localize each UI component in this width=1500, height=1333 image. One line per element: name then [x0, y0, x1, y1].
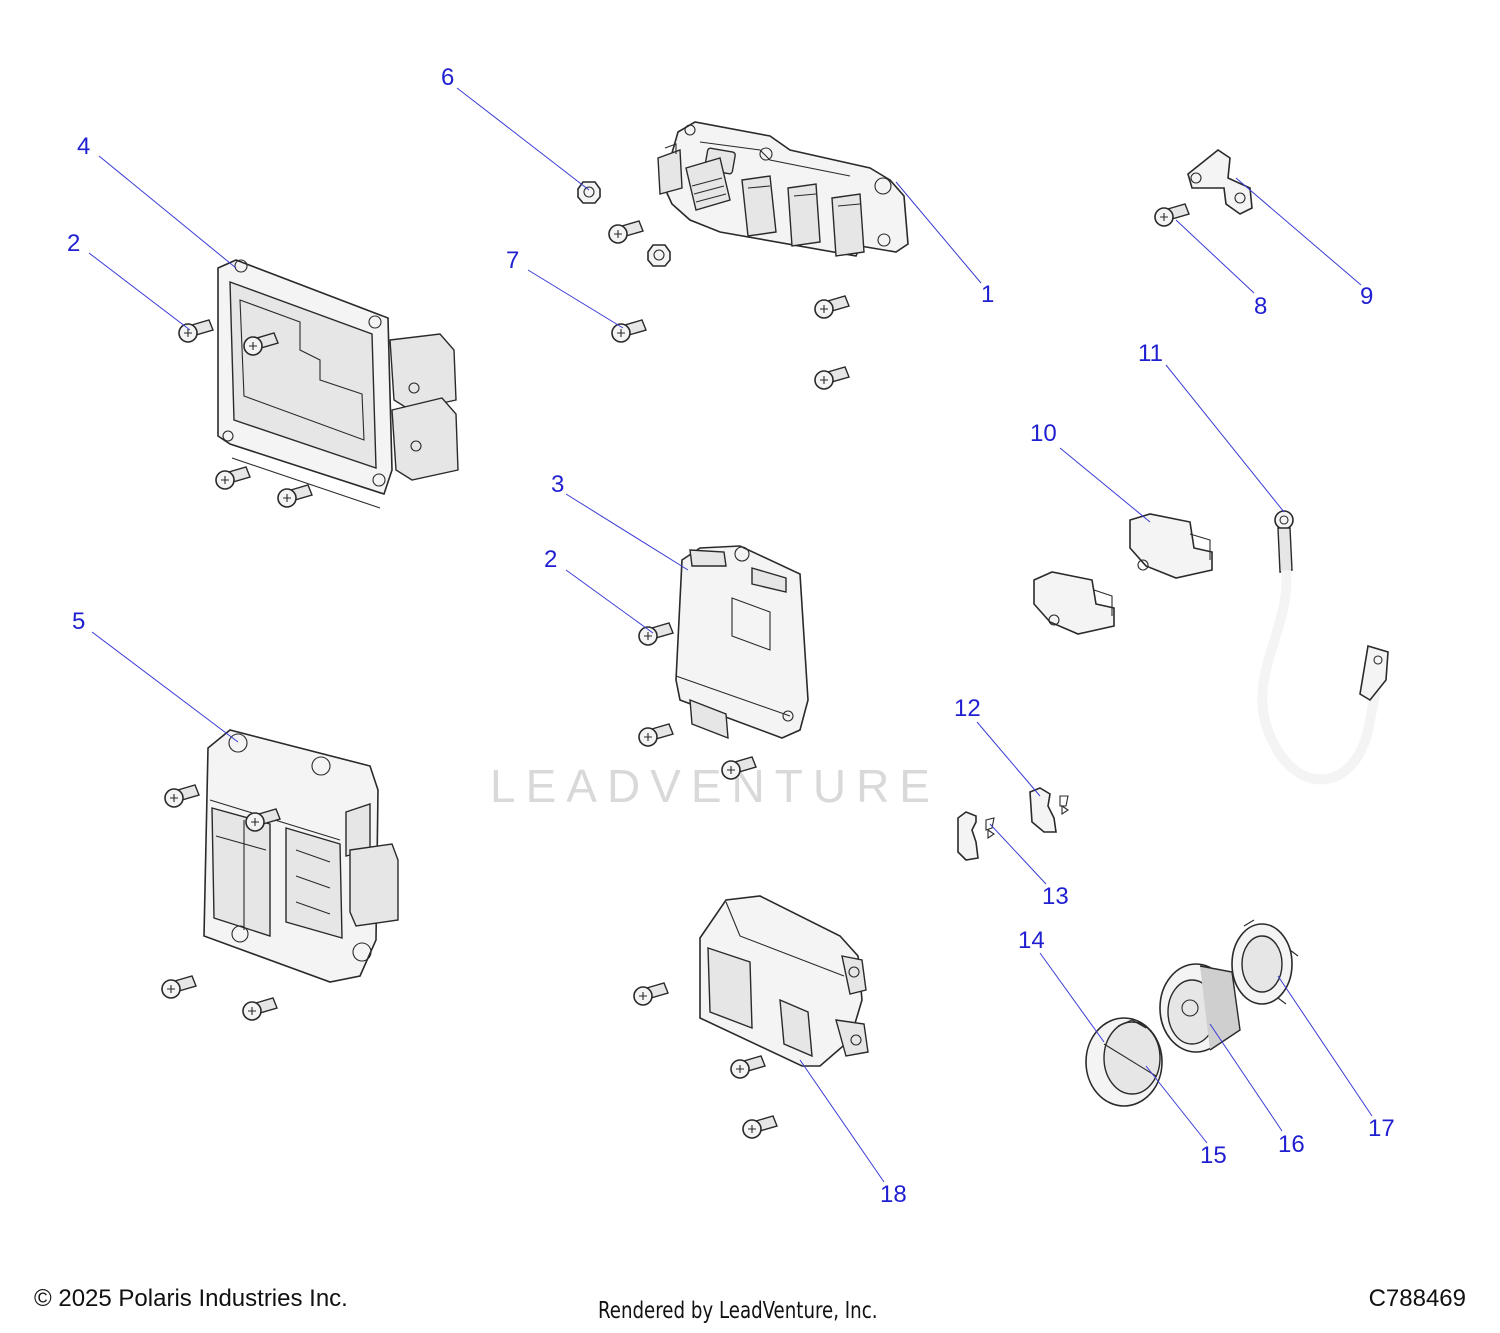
part-7-screw[interactable]: [814, 295, 850, 319]
rendered-by-text: Rendered by LeadVenture, Inc.: [598, 1298, 878, 1324]
part-3-module[interactable]: [675, 545, 809, 740]
watermark-text: LEADVENTURE: [490, 760, 940, 812]
part-5-screw[interactable]: [161, 975, 197, 999]
part-13-spring[interactable]: [1059, 795, 1069, 816]
callout-2: 2: [67, 230, 80, 257]
callout-1: 1: [981, 281, 994, 308]
part-5-screw[interactable]: [164, 784, 200, 808]
part-5-screw[interactable]: [242, 997, 278, 1021]
callout-17: 17: [1368, 1115, 1395, 1142]
part-12-clip[interactable]: [957, 811, 979, 861]
part-13-spring[interactable]: [985, 817, 995, 840]
callout-13: 13: [1042, 883, 1069, 910]
callout-6: 6: [441, 64, 454, 91]
part-16-outlet[interactable]: [1159, 963, 1241, 1053]
part-10-sensor[interactable]: [1033, 571, 1115, 635]
callout-16: 16: [1278, 1131, 1305, 1158]
part-7-screw[interactable]: [814, 366, 850, 390]
part-18-screw[interactable]: [730, 1055, 766, 1079]
part-6-nut[interactable]: [577, 181, 601, 204]
callout-3: 3: [551, 471, 564, 498]
part-14-15-cap[interactable]: [1085, 1017, 1163, 1107]
callout-2: 2: [544, 546, 557, 573]
diagram-code: C788469: [1368, 1285, 1466, 1312]
callout-15: 15: [1200, 1142, 1227, 1169]
part-4-screw[interactable]: [215, 466, 251, 490]
callout-12: 12: [954, 695, 981, 722]
part-10-sensor[interactable]: [1129, 513, 1213, 579]
part-8-screw[interactable]: [1154, 203, 1190, 227]
part-2-screw[interactable]: [178, 319, 214, 343]
part-4-screw[interactable]: [277, 484, 313, 508]
callout-5: 5: [72, 608, 85, 635]
part-18-screw[interactable]: [742, 1115, 778, 1139]
callout-10: 10: [1030, 420, 1057, 447]
part-1-junction-box[interactable]: [657, 121, 909, 257]
part-7-screw[interactable]: [608, 220, 644, 244]
callout-14: 14: [1018, 927, 1045, 954]
callout-11: 11: [1138, 340, 1163, 367]
copyright-text: © 2025 Polaris Industries Inc.: [34, 1285, 348, 1312]
part-7-screw[interactable]: [611, 319, 647, 343]
callout-7: 7: [506, 247, 519, 274]
callout-4: 4: [77, 133, 90, 160]
part-7-nut[interactable]: [647, 244, 671, 267]
part-18-screw[interactable]: [633, 982, 669, 1006]
part-18-module[interactable]: [699, 895, 869, 1067]
part-17-nut-ring[interactable]: [1231, 919, 1299, 1005]
part-3-screw[interactable]: [638, 723, 674, 747]
part-12-clip[interactable]: [1029, 787, 1057, 833]
part-9-bracket[interactable]: [1187, 149, 1253, 215]
part-4-ecu[interactable]: [217, 259, 459, 509]
callout-8: 8: [1254, 293, 1267, 320]
callout-labels: 1 2 2 3 4 5 6 7 8 9 10 11 12 13 14 15 16…: [67, 64, 1395, 1208]
leader-lines: [88, 87, 1373, 1183]
callout-18: 18: [880, 1181, 907, 1208]
part-11-cable[interactable]: [1257, 510, 1389, 785]
callout-9: 9: [1360, 283, 1373, 310]
part-5-ecm[interactable]: [203, 729, 399, 983]
